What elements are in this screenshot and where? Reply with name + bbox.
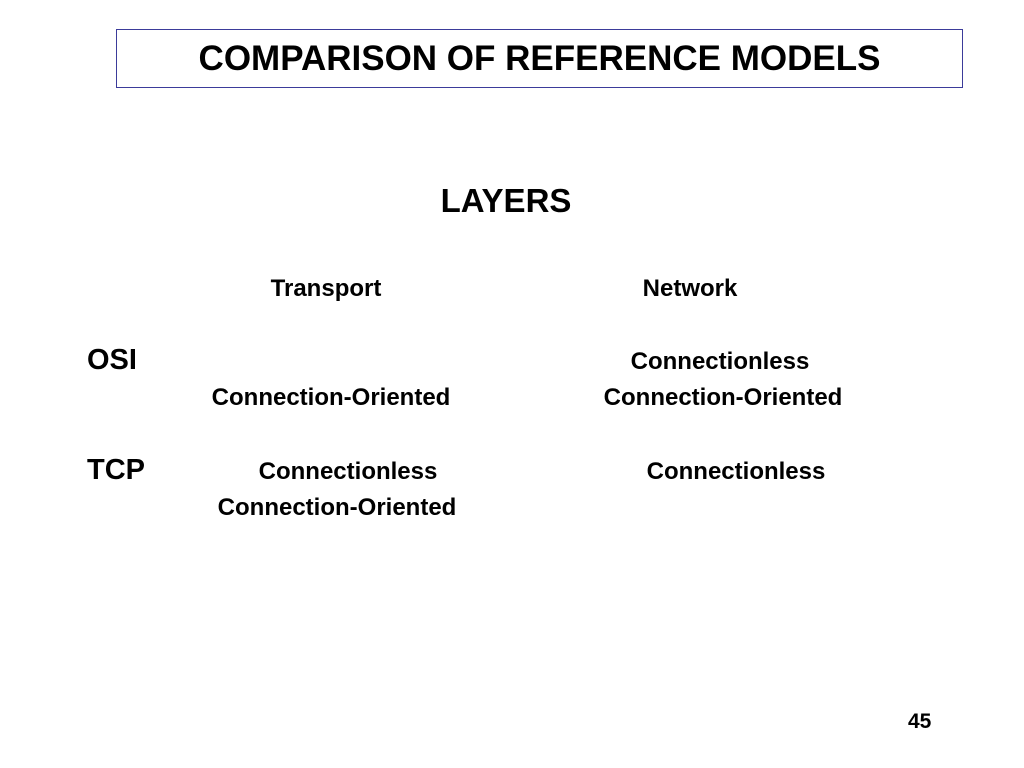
section-heading: LAYERS bbox=[440, 182, 572, 219]
page-number: 45 bbox=[908, 710, 932, 733]
tcp-transport-value-2: Connection-Oriented bbox=[217, 494, 457, 521]
column-header-network: Network bbox=[642, 275, 738, 302]
row-label-osi: OSI bbox=[87, 344, 137, 376]
tcp-transport-value-1: Connectionless bbox=[258, 458, 438, 485]
osi-transport-value-1: Connection-Oriented bbox=[211, 384, 451, 411]
title-box: COMPARISON OF REFERENCE MODELS bbox=[116, 29, 963, 88]
osi-network-value-2: Connection-Oriented bbox=[603, 384, 843, 411]
osi-network-value-1: Connectionless bbox=[630, 348, 810, 375]
tcp-network-value-1: Connectionless bbox=[646, 458, 826, 485]
slide-title: COMPARISON OF REFERENCE MODELS bbox=[198, 38, 881, 78]
row-label-tcp: TCP bbox=[87, 454, 145, 486]
column-header-transport: Transport bbox=[270, 275, 382, 302]
